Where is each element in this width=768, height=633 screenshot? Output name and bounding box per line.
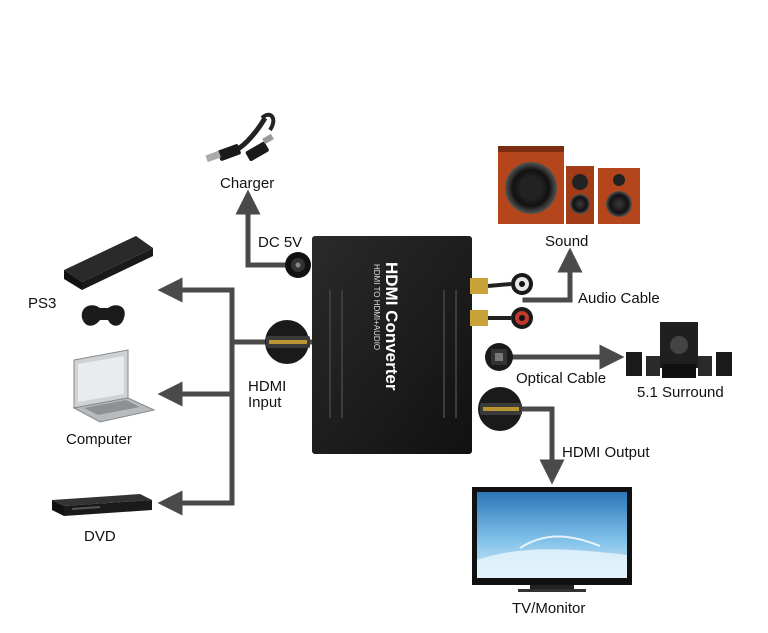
device-title: HDMI Converter [382, 262, 401, 391]
surround-speakers-icon [626, 322, 732, 378]
hdmi-input-connector [265, 320, 310, 364]
label-hdmi-output: HDMI Output [562, 444, 650, 461]
arrow-to-charger [235, 189, 293, 268]
hdmi-output-connector [478, 387, 522, 431]
laptop-icon [72, 349, 156, 423]
label-ps3: PS3 [28, 295, 57, 312]
ps3-console-icon [64, 236, 153, 326]
optical-connector [485, 343, 513, 371]
arrow-to-tv [517, 406, 565, 485]
device-subtitle: HDMI TO HDMI+AUDIO [372, 264, 381, 350]
label-5-1-surround: 5.1 Surround [637, 384, 724, 401]
label-dc-5v: DC 5V [258, 234, 303, 251]
hdmi-converter-device: HDMI Converter HDMI TO HDMI+AUDIO [312, 236, 472, 454]
tv-monitor-icon [472, 487, 632, 592]
usb-charger-icon [205, 112, 276, 163]
arrow-to-sound [522, 247, 583, 303]
label-sound: Sound [545, 233, 589, 250]
label-charger: Charger [220, 175, 275, 192]
label-tv-monitor: TV/Monitor [512, 600, 586, 617]
label-computer: Computer [66, 431, 132, 448]
dvd-player-icon [52, 494, 152, 516]
rca-audio-jacks [470, 273, 533, 329]
label-hdmi-input-line1: HDMI [248, 378, 287, 395]
label-audio-cable: Audio Cable [578, 290, 660, 307]
label-optical-cable: Optical Cable [516, 370, 607, 387]
label-dvd: DVD [84, 528, 116, 545]
speakers-icon [498, 146, 640, 224]
dc-power-port [285, 252, 311, 278]
label-hdmi-input-line2: Input [248, 394, 282, 411]
